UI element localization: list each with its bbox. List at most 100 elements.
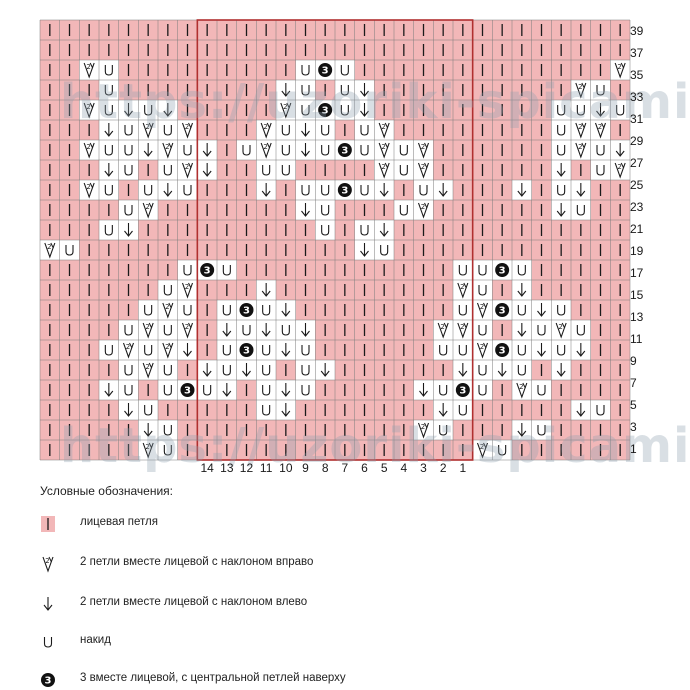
yarn-over	[517, 345, 526, 356]
k2tog-left	[202, 163, 212, 177]
k2tog-left	[163, 183, 173, 197]
chart-cell	[610, 160, 630, 180]
yarn-over	[596, 145, 605, 156]
yarn-over	[104, 85, 113, 96]
chart-cell	[413, 140, 434, 160]
yarn-over	[616, 105, 625, 116]
svg-text:2: 2	[145, 123, 149, 131]
yarn-over	[478, 265, 487, 276]
yarn-over	[596, 405, 605, 416]
yarn-over	[163, 285, 172, 296]
chart-cell	[472, 360, 493, 380]
legend-item-knit: лицевая петля	[40, 514, 640, 534]
k2tog-left	[183, 343, 192, 357]
chart-cell	[453, 280, 473, 300]
chart-cell	[610, 100, 630, 120]
yarn-over	[65, 245, 74, 256]
row-number: 7	[630, 376, 637, 390]
chart-cell	[512, 360, 532, 380]
chart-cell	[295, 340, 316, 360]
svg-text:2: 2	[578, 143, 582, 151]
chart-cell	[99, 180, 119, 200]
svg-text:2: 2	[519, 383, 523, 391]
chart-cell	[99, 80, 119, 100]
k2tog-left	[104, 163, 114, 177]
yarn-over	[557, 345, 566, 356]
chart-cell	[118, 120, 139, 140]
k2tog-right: 2	[417, 142, 430, 159]
chart-cell	[413, 160, 434, 180]
yarn-over-symbol	[43, 637, 53, 648]
svg-text:2: 2	[480, 303, 484, 311]
chart-cell	[158, 360, 178, 380]
chart-cell	[374, 140, 394, 160]
yarn-over	[301, 85, 310, 96]
svg-text:3: 3	[499, 266, 506, 277]
svg-text:2: 2	[126, 343, 130, 351]
watermark: https://uzoriki-spicami.ru	[60, 74, 690, 130]
legend-text: лицевая петля	[80, 516, 158, 528]
column-number: 14	[200, 461, 214, 475]
chart-cell	[453, 300, 473, 320]
chart-cell	[177, 300, 198, 320]
chart-cell	[158, 120, 178, 140]
chart-cell	[590, 400, 611, 420]
yarn-over	[301, 185, 310, 196]
chart-cell	[158, 340, 178, 360]
row-number: 1	[630, 442, 637, 456]
yarn-over	[596, 165, 605, 176]
svg-text:2: 2	[283, 103, 287, 111]
chart-cell	[256, 380, 276, 400]
k2tog-right: 2	[142, 202, 154, 219]
k2tog-right: 2	[142, 122, 154, 139]
svg-text:2: 2	[185, 163, 189, 171]
svg-text:2: 2	[381, 163, 385, 171]
svg-text:2: 2	[421, 423, 425, 431]
yarn-over	[301, 365, 310, 376]
yarn-over	[222, 345, 231, 356]
column-number: 6	[361, 461, 368, 475]
k2tog-right: 2	[181, 122, 194, 139]
chart-cell	[354, 120, 375, 140]
yarn-over	[478, 385, 487, 396]
k2tog-right: 2	[476, 442, 489, 459]
yarn-over	[340, 85, 349, 96]
chart-cell	[472, 320, 493, 340]
row-number: 35	[630, 68, 644, 82]
yarn-over	[163, 365, 172, 376]
chart-cell	[374, 240, 394, 260]
k2tog-left	[124, 103, 133, 117]
k2tog-right: 2	[378, 142, 390, 159]
row-number: 11	[630, 332, 643, 346]
yarn-over	[439, 385, 448, 396]
svg-text:2: 2	[86, 63, 90, 71]
chart-cell	[551, 100, 571, 120]
column-number: 10	[279, 461, 293, 475]
yarn-over	[144, 105, 153, 116]
chart-cell	[276, 140, 296, 160]
k2tog-left	[517, 323, 527, 337]
chart-cell	[79, 140, 99, 160]
chart-cell	[512, 300, 532, 320]
svg-text:2: 2	[86, 103, 90, 111]
column-number: 4	[400, 461, 408, 475]
chart-cell	[256, 340, 276, 360]
yarn-over	[183, 305, 192, 316]
column-number: 5	[380, 461, 388, 475]
svg-text:3: 3	[459, 386, 466, 397]
svg-text:2: 2	[185, 283, 189, 291]
column-number: 9	[302, 461, 309, 475]
k2tog-left	[379, 183, 389, 197]
chart-cell	[118, 380, 139, 400]
chart-cell	[295, 100, 316, 120]
legend-text: 3 вместе лицевой, с центральной петлей н…	[80, 672, 346, 684]
k2tog-left	[301, 123, 310, 137]
chart-cell	[453, 400, 473, 420]
yarn-over	[537, 325, 546, 336]
k3tog-center-symbol: 3	[41, 673, 55, 687]
svg-text:3: 3	[243, 346, 250, 357]
svg-text:2: 2	[460, 323, 464, 331]
chart-cell	[374, 120, 394, 140]
